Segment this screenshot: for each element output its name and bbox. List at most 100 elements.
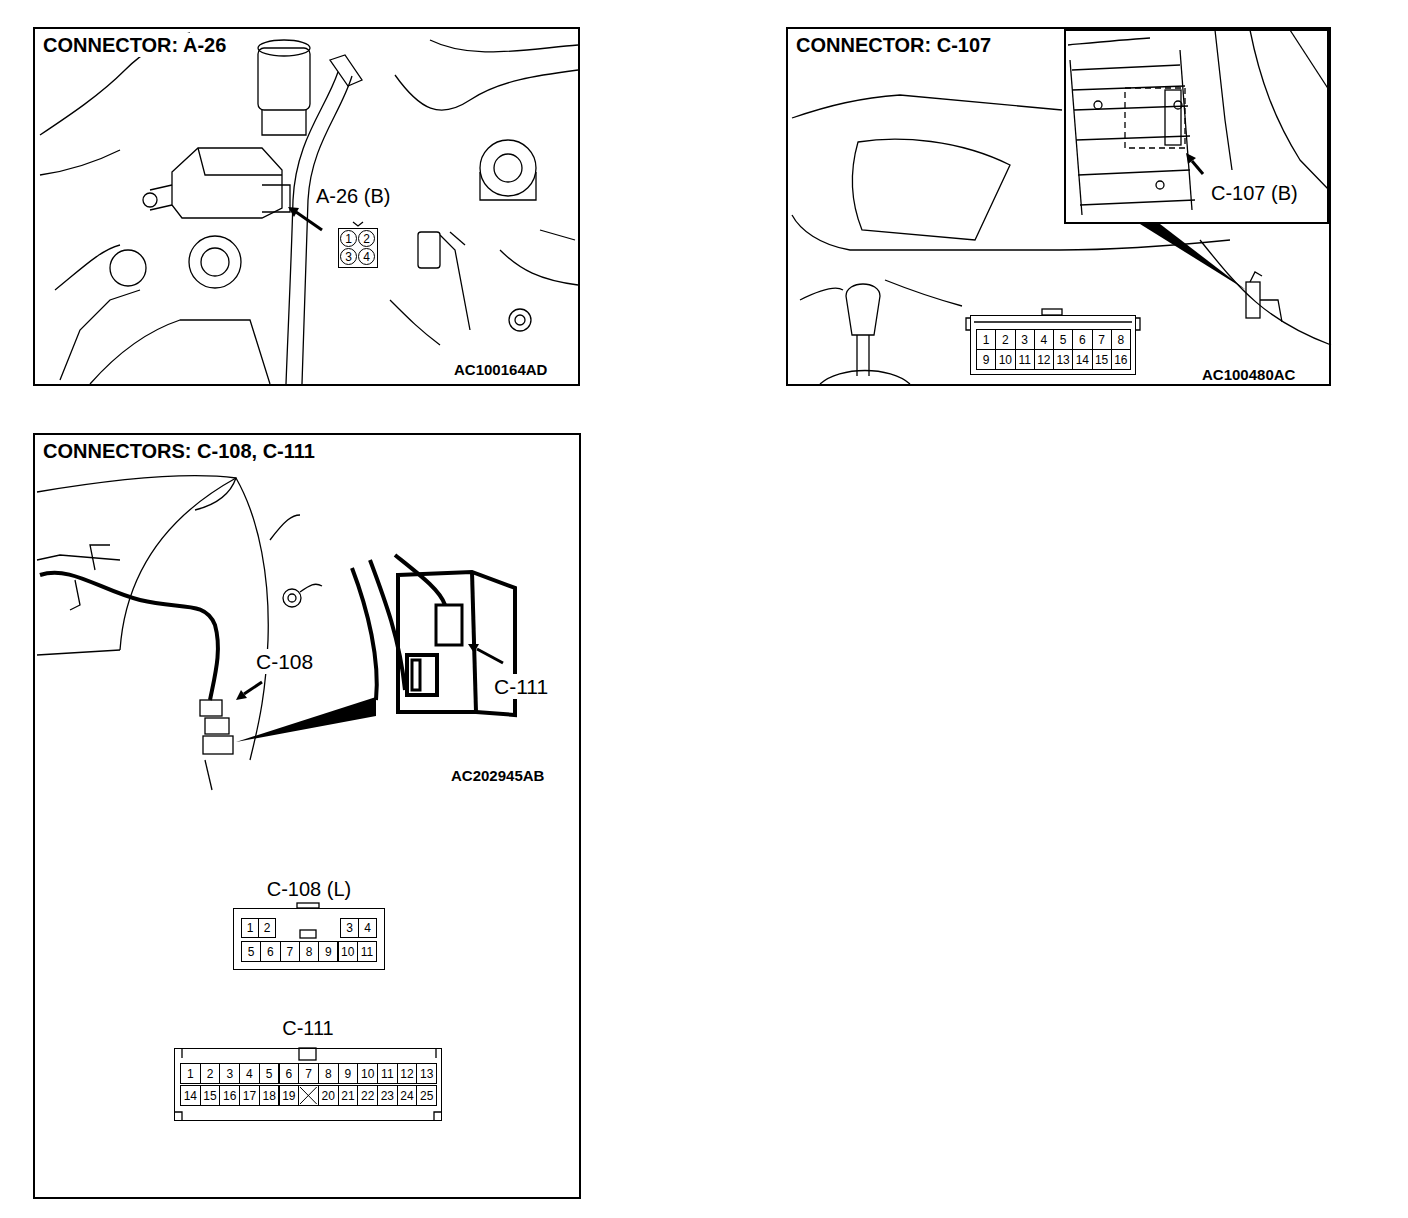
engine-bay-illustration [480,172,536,200]
pin-number: 25 [420,1090,433,1102]
engine-bay-illustration [395,70,578,110]
pin-cavity: 6 [260,941,280,962]
instrument-panel-illustration [37,650,120,655]
dash-detail-illustration [1125,88,1185,148]
engine-bay-illustration [494,154,522,182]
figure-code: AC100480AC [1200,366,1297,384]
pin-cavity: 9 [338,1063,359,1084]
dashboard-illustration [1246,282,1260,318]
pin-cavity: 10 [338,941,358,962]
engine-bay-illustration [262,110,306,135]
instrument-panel-illustration [120,478,236,650]
pin-number: 4 [1041,334,1048,346]
panel-title: CONNECTORS: C-108, C-111 [41,439,317,463]
instrument-panel-illustration [436,605,462,645]
engine-bay-illustration [201,248,229,276]
connector-callout: A-26 (B) [314,184,392,208]
pin-cavity: 1 [976,329,996,350]
pin-number: 23 [381,1090,394,1102]
pin-cavity: 24 [397,1085,418,1106]
instrument-panel-illustration [40,573,218,700]
pin-cavity: 5 [259,1063,280,1084]
instrument-panel-illustration [395,555,445,605]
pin-cavity: 14 [180,1085,201,1106]
connector-face-outline [974,321,1132,322]
pin-number: 5 [266,1068,273,1080]
dash-detail-illustration [1192,161,1203,174]
pin-cavity: 9 [318,941,338,962]
pin-number: 20 [322,1090,335,1102]
pin-cavity: 6 [1072,329,1092,350]
instrument-panel-illustration [37,555,120,560]
dashboard-illustration [792,95,1331,384]
connector-face-outline [174,1112,442,1121]
connector-face-outline [353,222,363,226]
pin-cavity: 18 [259,1085,280,1106]
engine-bay-illustration [440,235,470,330]
pin-number: 10 [361,1068,374,1080]
pin-cavity: 3 [219,1063,240,1084]
engine-bay-illustration [390,300,440,345]
instrument-panel-illustration [283,589,301,607]
connector-face-outline [300,930,316,938]
pin-number: 7 [305,1068,312,1080]
pin-cavity: 15 [200,1085,221,1106]
dash-detail-illustration [1250,30,1329,190]
panel-title: CONNECTOR: A-26 [41,33,228,57]
dashboard-illustration [800,288,843,300]
figure-code: AC202945AB [449,767,546,785]
unused-cavity [298,1085,319,1106]
pin-number: 3 [1021,334,1028,346]
pin-cavity: 9 [976,349,996,370]
pin-number: 7 [286,946,293,958]
pin-cavity: 7 [298,1063,319,1084]
dash-detail-illustration [1070,60,1082,215]
pin-number: 13 [1056,354,1069,366]
dashboard-illustration [852,139,1010,240]
pin-number: 4 [363,251,370,263]
dash-detail-illustration [1215,30,1232,170]
engine-bay-illustration [110,250,146,286]
dash-detail-illustration [1068,30,1329,215]
connector-name: C-108 (L) [234,877,384,901]
pin-cavity: 15 [1092,349,1112,370]
pin-number: 14 [1076,354,1089,366]
pin-cavity: 8 [299,941,319,962]
pin-cavity: 8 [318,1063,339,1084]
instrument-panel-illustration [300,584,322,592]
connector-face: 12345678910111213141516 [970,315,1136,375]
pin-cavity: 3 [1015,329,1035,350]
panel-title: CONNECTOR: C-107 [794,33,993,57]
engine-bay-illustration [262,185,290,212]
dashboard-illustration [1250,272,1262,282]
pin-cavity: 20 [318,1085,339,1106]
pin-number: 11 [381,1068,393,1080]
pin-cavity: 4 [358,248,375,265]
engine-bay-illustration [90,320,270,384]
pin-number: 6 [267,946,274,958]
pin-number: 6 [1079,334,1086,346]
pin-cavity: 4 [1034,329,1054,350]
pin-cavity: 7 [1092,329,1112,350]
engine-bay-illustration [143,193,157,207]
engine-bay-illustration [286,72,338,384]
engine-bay-illustration [189,236,241,288]
engine-bay-illustration [40,150,120,175]
pin-number: 11 [1018,354,1030,366]
pin-number: 5 [248,946,255,958]
dashboard-illustration [857,335,869,376]
pin-number: 10 [341,946,354,958]
pin-cavity: 17 [239,1085,260,1106]
pin-cavity: 8 [1111,329,1131,350]
dash-detail-illustration [1074,106,1188,110]
connector-location-panel: C-108 (L)1234567891011C-1111234567891011… [33,433,581,1199]
pin-cavity: 2 [358,230,375,247]
pin-number: 24 [400,1090,413,1102]
pin-number: 1 [187,1068,194,1080]
pin-cavity: 1 [340,230,357,247]
pin-number: 1 [345,233,352,245]
connector-face-outline [299,1048,316,1060]
pin-number: 21 [341,1090,354,1102]
instrument-panel-illustration [244,682,262,694]
instrument-panel-illustration [370,560,405,690]
